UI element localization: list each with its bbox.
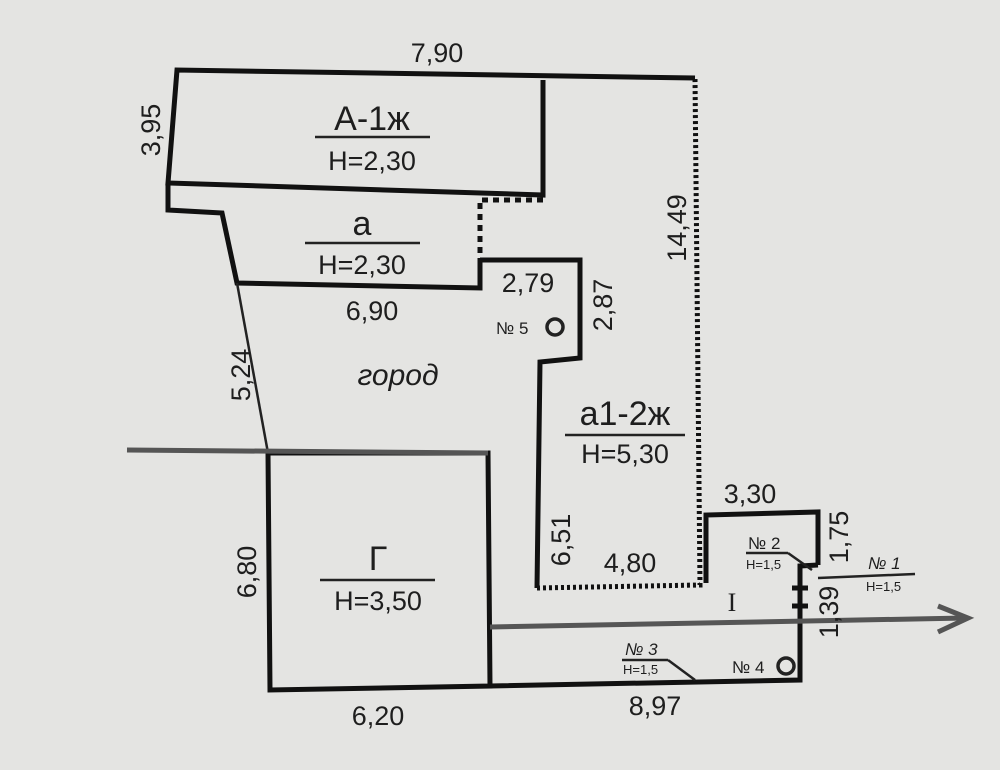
- building-a-outline: [165, 67, 696, 198]
- dim-diagonal-left: 5,24: [226, 349, 256, 402]
- diagonal-boundary: [235, 282, 270, 454]
- building-a1-outline: [480, 257, 583, 589]
- section-line-left: [126, 447, 489, 456]
- dim-inner-width: 2,79: [502, 268, 555, 298]
- dim-top: 7,90: [411, 38, 464, 68]
- marker-2-height: Н=1,5: [746, 557, 781, 572]
- dim-bottom: 8,97: [629, 691, 682, 721]
- dim-g-left: 6,80: [232, 546, 262, 599]
- building-a1-height: Н=5,30: [581, 439, 669, 469]
- marker-2-leader: [787, 551, 813, 572]
- building-g-label: Г: [369, 540, 387, 578]
- marker-3-label: № 3: [625, 640, 658, 659]
- building-a-dashed-partition: [477, 197, 543, 260]
- marker-1-height: Н=1,5: [866, 579, 901, 594]
- marker-5-circle-icon: [545, 317, 565, 337]
- dim-small-top: 3,30: [724, 479, 777, 509]
- building-a-small-label: а: [353, 205, 372, 243]
- dim-small-right: 1,75: [824, 511, 854, 564]
- building-a-height: Н=2,30: [328, 146, 416, 176]
- marker-2-label: № 2: [748, 534, 780, 553]
- dim-left-a: 3,95: [136, 104, 166, 157]
- marker-4-circle-icon: [776, 656, 796, 676]
- marker-3-leader: [667, 658, 696, 682]
- marker-1-leader: [817, 572, 916, 580]
- building-a1-dotted-wall: [536, 77, 703, 591]
- area-label: город: [357, 359, 438, 392]
- dim-a1-left: 6,51: [546, 514, 576, 567]
- small-structure-outline: [703, 509, 821, 583]
- dim-a1-bottom: 4,80: [604, 548, 657, 578]
- marker-1-label: № 1: [868, 554, 901, 573]
- marker-4-label: № 4: [732, 658, 764, 677]
- building-a1-label: а1-2ж: [580, 395, 671, 433]
- walls: [126, 67, 975, 693]
- dim-right: 14,49: [662, 194, 692, 262]
- dim-inner-height: 2,87: [588, 279, 618, 332]
- dim-g-bottom: 6,20: [352, 701, 405, 731]
- arrow-head-icon: [936, 603, 975, 635]
- marker-5-label: № 5: [496, 319, 528, 338]
- building-a-small-height: Н=2,30: [318, 250, 406, 280]
- dim-small-gap: 1,39: [814, 586, 844, 639]
- building-g-height: Н=3,50: [334, 586, 422, 616]
- section-arrow-line: [489, 615, 966, 630]
- dim-a-bottom: 6,90: [346, 296, 399, 326]
- marker-3-height: Н=1,5: [623, 662, 658, 677]
- zone-label: I: [728, 588, 737, 617]
- building-a-label: А-1ж: [334, 100, 410, 138]
- outer-boundary-left: [165, 183, 483, 291]
